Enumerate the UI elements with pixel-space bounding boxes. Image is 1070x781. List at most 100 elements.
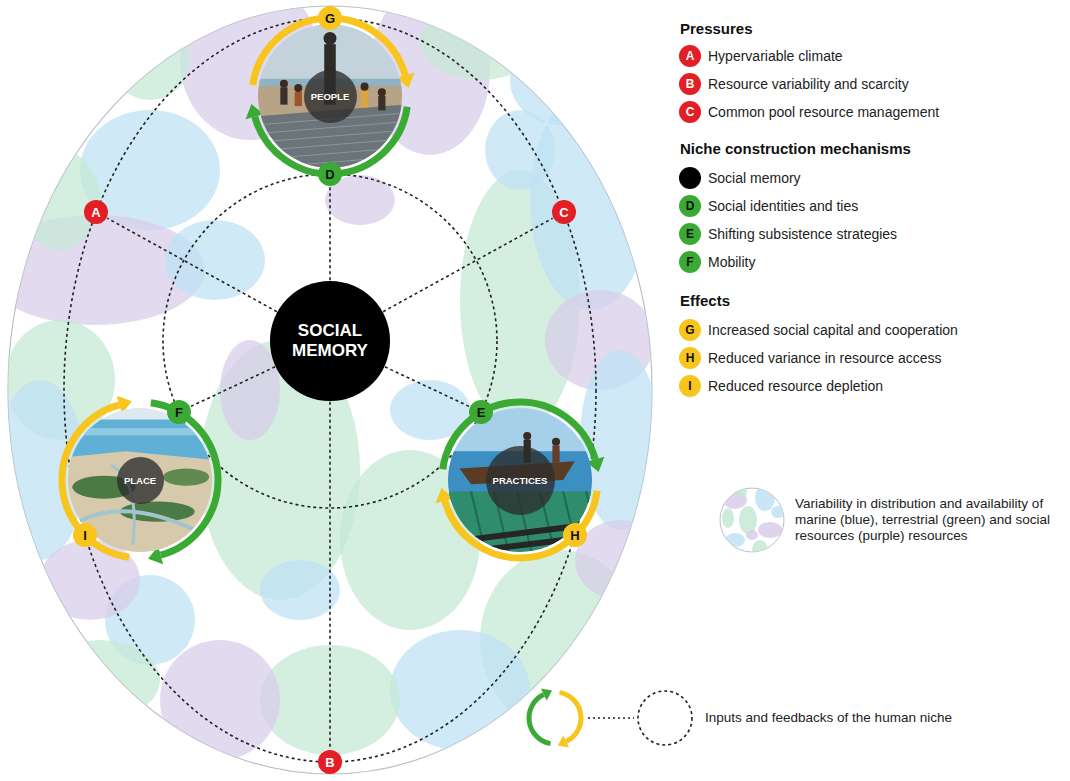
resource-blob (160, 640, 280, 760)
resource-blobs (0, 0, 665, 760)
photo-scene (448, 408, 592, 552)
legend-text: Common pool resource management (708, 104, 939, 121)
letter-marker: D (318, 162, 342, 186)
legend-letter: G (679, 319, 701, 341)
legend-text: Social memory (708, 170, 801, 187)
scene-part (258, 131, 402, 143)
legend-sample-ring (529, 688, 581, 747)
letter-marker: F (167, 400, 191, 424)
scene-part (295, 92, 302, 106)
legend-text: Inputs and feedbacks of the human niche (705, 710, 952, 726)
core-circle: SOCIAL MEMORY (270, 281, 389, 400)
feedback-rings (62, 18, 604, 564)
scene-part (471, 492, 485, 552)
legend-letter: B (679, 73, 701, 95)
photo-circle: PEOPLE (258, 24, 402, 168)
legend-heading: Niche construction mechanisms (680, 140, 911, 157)
marker-letter: I (83, 529, 87, 542)
legend-text: Shifting subsistence strategies (708, 226, 897, 243)
legend-heading: Effects (680, 292, 730, 309)
resource-blob (755, 485, 775, 511)
core-label: SOCIAL MEMORY (280, 321, 380, 360)
marker-letter: B (325, 756, 334, 769)
scene-part (378, 96, 385, 110)
letter-marker: B (318, 750, 342, 774)
legend-text: Mobility (708, 254, 755, 271)
legend-letter: C (679, 101, 701, 123)
marker-letter: C (559, 206, 568, 219)
resource-blob (758, 522, 782, 538)
marker-letter: G (325, 12, 335, 25)
resource-blob (420, 0, 540, 80)
spoke-line (329, 402, 331, 749)
resource-blob (737, 487, 747, 497)
scene-part (324, 32, 337, 45)
scene-part (163, 468, 209, 485)
resource-blob (771, 506, 785, 518)
marker-letter: F (175, 406, 183, 419)
legend-sample-dashed (638, 691, 692, 745)
legend-letter: D (679, 195, 701, 217)
scene-part (258, 139, 402, 151)
resource-blob (260, 560, 340, 620)
legend-text: Resource variability and scarcity (708, 76, 909, 93)
legend-letter: I (679, 375, 701, 397)
spoke-line (383, 218, 552, 311)
scene-part (378, 88, 386, 96)
resource-blob (40, 540, 140, 620)
scene-part (586, 492, 592, 552)
resource-blob (460, 170, 580, 430)
legend-letter: F (679, 251, 701, 273)
letter-marker: G (318, 6, 342, 30)
feedback-arrowhead (541, 688, 552, 700)
resource-blob (746, 530, 758, 540)
legend-text: Hypervariable climate (708, 48, 843, 65)
spoke-line (329, 187, 331, 280)
resource-blob (80, 110, 220, 230)
spoke-line (191, 367, 275, 407)
scene-part (280, 80, 288, 88)
legend-text: Increased social capital and cooperation (708, 322, 958, 339)
niche-circle-outer (64, 18, 596, 762)
feedback-arc (529, 695, 550, 744)
scene-part (68, 428, 212, 435)
legend-letter: A (679, 45, 701, 67)
legend-letter: H (679, 347, 701, 369)
scene-part (258, 148, 402, 160)
photo-scene (68, 408, 212, 552)
letter-marker: E (469, 400, 493, 424)
photo-label: PRACTICES (486, 446, 555, 515)
resource-blob (390, 630, 530, 750)
letter-marker: H (563, 523, 587, 547)
legend-text: Social identities and ties (708, 198, 858, 215)
legend-text: Reduced resource depletion (708, 378, 883, 395)
marker-letter: D (325, 168, 334, 181)
scene-part (258, 122, 402, 134)
scene-part (361, 83, 369, 91)
photo-scene (258, 24, 402, 168)
resource-blob (575, 520, 665, 600)
feedback-arc (560, 692, 581, 741)
letter-marker: A (84, 200, 108, 224)
scene-part (361, 90, 368, 107)
spoke-line (107, 218, 276, 311)
scene-part (68, 408, 212, 552)
resource-blob (752, 540, 768, 560)
resource-blob (739, 506, 757, 534)
marker-letter: E (477, 406, 486, 419)
legend-swatch (679, 167, 701, 189)
letter-marker: C (552, 200, 576, 224)
legend-leader (588, 717, 634, 718)
resource-blob (110, 20, 190, 100)
legend-letter: E (679, 223, 701, 245)
marker-letter: A (91, 206, 100, 219)
spoke-line (385, 367, 469, 407)
scene-part (552, 438, 560, 446)
resource-blob (510, 35, 610, 125)
feedback-arrowhead (558, 735, 569, 747)
scene-part (523, 432, 531, 440)
photo-label: PEOPLE (304, 70, 357, 123)
resource-blob (722, 508, 734, 528)
resource-blob (40, 640, 160, 720)
